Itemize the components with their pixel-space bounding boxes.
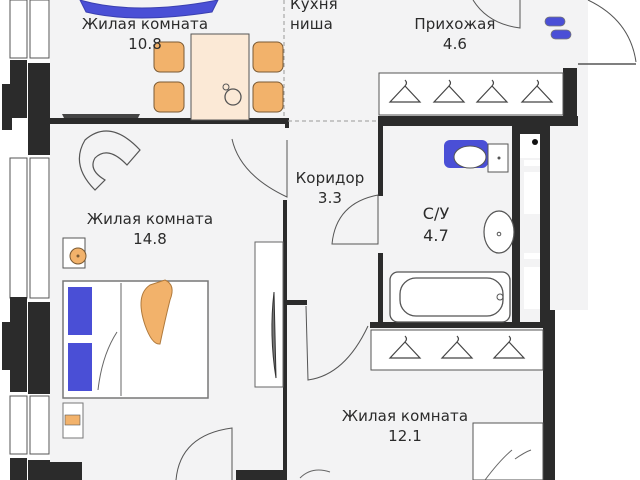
room-label-living-room-1: Жилая комната 10.8 <box>60 14 230 54</box>
room-name-line2: ниша <box>290 15 333 33</box>
room-label-kitchen-niche: Кухня ниша <box>290 0 350 34</box>
room-area: 12.1 <box>388 427 422 445</box>
room-label-hallway: Прихожая 4.6 <box>400 14 510 54</box>
tv-stand-icon <box>62 114 140 118</box>
sink-icon <box>483 210 515 254</box>
room-label-corridor: Коридор 3.3 <box>285 168 375 208</box>
hallway-wardrobe <box>378 72 564 116</box>
bathroom-shaft <box>520 134 540 309</box>
living-room-2-bottom-door[interactable] <box>175 427 233 480</box>
dining-chair-icon <box>153 41 284 113</box>
room-name: Жилая комната <box>86 210 214 228</box>
room-label-bathroom: С/У 4.7 <box>406 203 466 247</box>
entrance-door[interactable] <box>578 0 637 65</box>
bathtub-icon <box>389 271 511 323</box>
bicycle-icon <box>299 469 331 479</box>
room-area: 4.6 <box>442 35 468 53</box>
slippers-icon <box>544 16 572 40</box>
bedroom-wardrobe <box>370 329 544 371</box>
room-name: Жилая комната <box>81 15 209 33</box>
clothes-hanger-icon <box>388 335 526 359</box>
room-label-living-room-2: Жилая комната 14.8 <box>65 209 235 249</box>
room-area: 10.8 <box>128 35 162 53</box>
room-label-living-room-3: Жилая комната 12.1 <box>320 406 490 446</box>
living-room-3-door[interactable] <box>305 305 369 381</box>
dining-table-icon <box>190 33 250 121</box>
sofa-arc-icon <box>79 0 219 19</box>
living-room-2-door[interactable] <box>231 138 288 198</box>
bathroom-door[interactable] <box>331 194 379 245</box>
hallway-door-arc <box>472 0 521 29</box>
room-area: 4.7 <box>423 226 449 245</box>
room-name: Прихожая <box>414 15 496 33</box>
toilet-icon <box>444 140 509 173</box>
nightstand-icon <box>62 402 84 439</box>
room-area: 14.8 <box>133 230 167 248</box>
room-name-line1: Кухня <box>290 0 338 13</box>
double-bed-icon <box>62 279 209 399</box>
left-exterior-wall <box>2 0 50 480</box>
side-table-icon <box>62 237 87 269</box>
clothes-hanger-icon <box>388 79 554 103</box>
room-name: С/У <box>422 204 450 223</box>
kitchen-niche-outline <box>283 0 378 122</box>
room-area: 3.3 <box>317 189 343 207</box>
interior-walls <box>50 68 578 480</box>
room-name: Жилая комната <box>341 407 469 425</box>
armchair-icon <box>78 130 141 191</box>
tv-wall-icon <box>254 241 284 388</box>
desk-icon <box>472 422 544 480</box>
room-name: Коридор <box>295 169 365 187</box>
